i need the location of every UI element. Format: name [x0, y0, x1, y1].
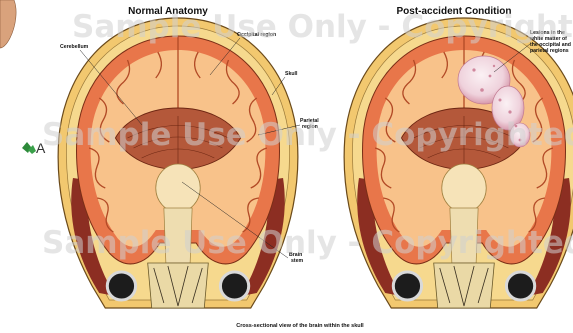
- watermark-text-middle: Sample Use Only - Copyrighted: [42, 117, 573, 153]
- right-head-cross-section: [344, 18, 573, 308]
- figure-caption: Cross-sectional view of the brain within…: [236, 323, 364, 329]
- label-skull: Skull: [285, 71, 298, 77]
- hand-fragment-image: [0, 0, 16, 48]
- watermark-text-top: Sample Use Only - Copyrighted: [72, 9, 573, 45]
- lesion-label-line4: parietal regions: [530, 48, 569, 54]
- left-head-cross-section: [58, 18, 298, 308]
- watermark-text-bottom: Sample Use Only - Copyrighted: [42, 225, 573, 261]
